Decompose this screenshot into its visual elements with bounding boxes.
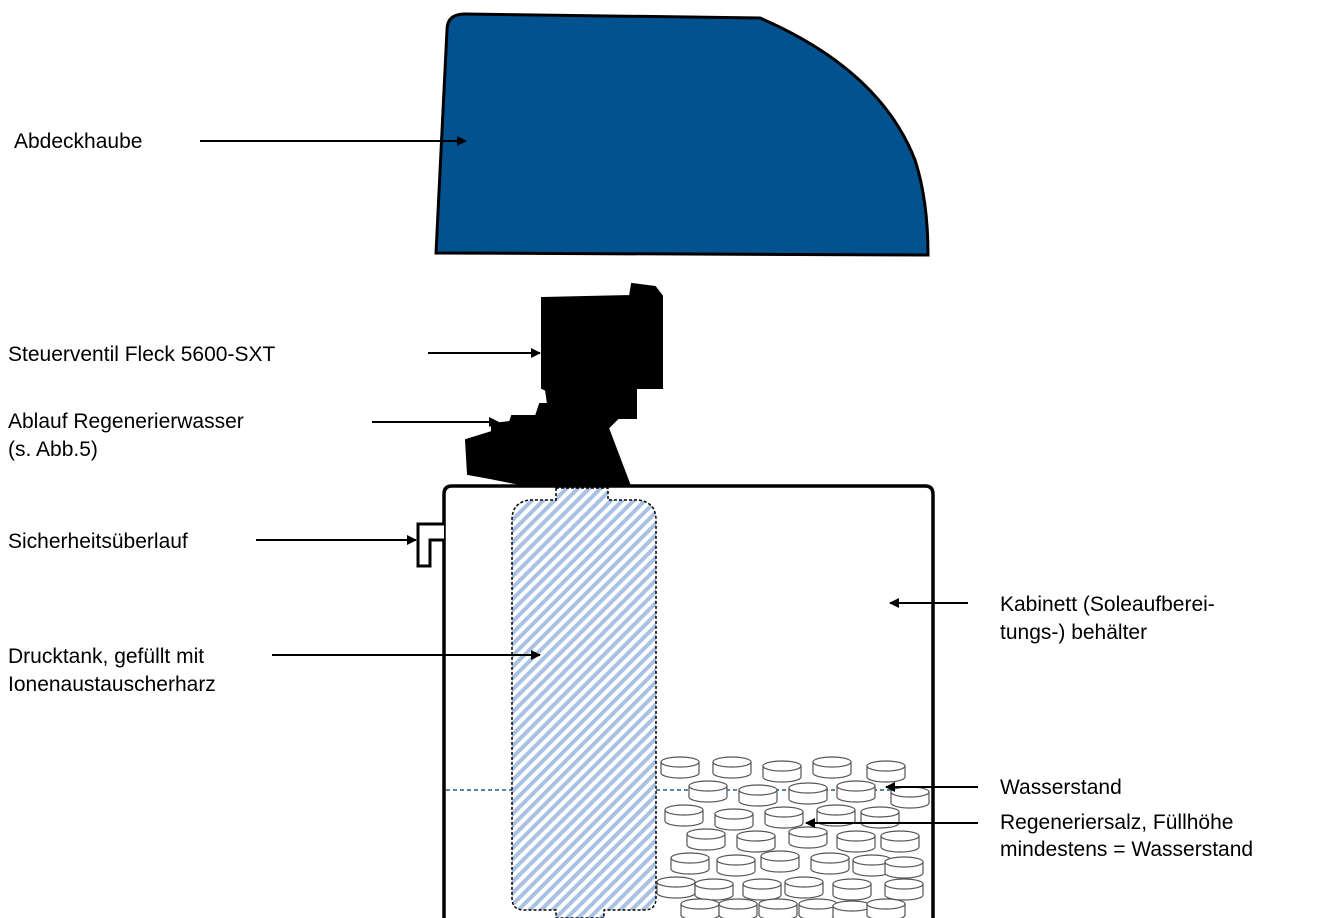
salt-tablet [836, 830, 876, 853]
salt-tablet [832, 900, 872, 918]
salt-tablet [890, 786, 930, 809]
salt-tablet [656, 876, 696, 899]
salt-tablet [788, 782, 828, 805]
label-tank-2: Ionenaustauscherharz [8, 673, 216, 696]
regeneration-salt-tablets [656, 756, 930, 918]
salt-tablet [712, 756, 752, 779]
label-valve: Steuerventil Fleck 5600-SXT [8, 343, 275, 366]
label-drain-1: Ablauf Regenerierwasser [8, 410, 244, 433]
cabinet-container [442, 484, 935, 918]
label-cabinet-2: tungs-) behälter [1000, 621, 1147, 644]
salt-tablet [816, 804, 856, 827]
salt-tablet [784, 876, 824, 899]
salt-tablet [694, 878, 734, 901]
salt-tablet [798, 898, 838, 918]
cover-hood [434, 12, 930, 257]
salt-tablet [664, 804, 704, 827]
salt-tablet [762, 760, 802, 783]
label-cabinet-1: Kabinett (Soleaufberei- [1000, 593, 1215, 616]
safety-overflow-fitting [416, 522, 444, 568]
salt-tablet [866, 760, 906, 783]
salt-tablet [714, 808, 754, 831]
salt-tablet [880, 830, 920, 853]
control-valve [464, 282, 663, 487]
salt-tablet [716, 854, 756, 877]
salt-tablet [812, 756, 852, 779]
salt-tablet [742, 878, 782, 901]
salt-tablet [866, 898, 906, 918]
label-cover: Abdeckhaube [14, 130, 142, 153]
label-tank-1: Drucktank, gefüllt mit [8, 645, 204, 668]
label-drain-2: (s. Abb.5) [8, 438, 98, 461]
pressure-tank [511, 487, 657, 918]
salt-tablet [764, 806, 804, 829]
salt-tablet [758, 898, 798, 918]
label-salt-2: mindestens = Wasserstand [1000, 838, 1253, 861]
label-salt-1: Regeneriersalz, Füllhöhe [1000, 811, 1233, 834]
salt-tablet [760, 850, 800, 873]
salt-tablet [832, 878, 872, 901]
salt-tablet [736, 830, 776, 853]
pointer-arrows [200, 136, 978, 828]
label-overflow: Sicherheitsüberlauf [8, 530, 188, 553]
salt-tablet [686, 828, 726, 851]
salt-tablet [788, 826, 828, 849]
salt-tablet [670, 852, 710, 875]
salt-tablet [884, 878, 924, 901]
salt-tablet [680, 898, 720, 918]
label-water-level: Wasserstand [1000, 776, 1122, 799]
salt-tablet [810, 852, 850, 875]
salt-tablet [738, 784, 778, 807]
salt-tablet [884, 856, 924, 879]
salt-tablet [836, 780, 876, 803]
salt-tablet [860, 806, 900, 829]
salt-tablet [718, 898, 758, 918]
salt-tablet [660, 756, 700, 779]
salt-tablet [688, 780, 728, 803]
